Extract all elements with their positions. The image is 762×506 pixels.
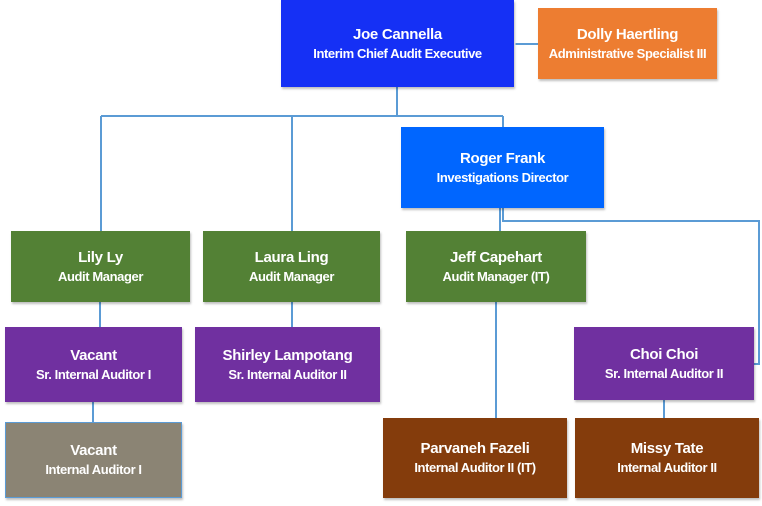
node-vacant-internal-auditor-i[interactable]: Vacant Internal Auditor I <box>5 422 182 498</box>
node-title: Internal Auditor II (IT) <box>414 460 536 475</box>
node-joe-cannella[interactable]: Joe Cannella Interim Chief Audit Executi… <box>281 0 514 87</box>
node-title: Administrative Specialist III <box>548 45 707 61</box>
arrow-chevron-icon <box>512 37 521 51</box>
node-title: Sr. Internal Auditor I <box>36 366 151 382</box>
node-name: Lily Ly <box>78 248 123 266</box>
connector-roger-choi <box>502 208 760 365</box>
node-vacant-sr-internal-auditor-i[interactable]: Vacant Sr. Internal Auditor I <box>5 327 182 402</box>
node-title: Audit Manager <box>248 268 335 284</box>
node-name: Laura Ling <box>254 248 329 266</box>
node-title: Sr. Internal Auditor II <box>228 366 347 382</box>
node-name: Joe Cannella <box>353 25 442 43</box>
node-name: Parvaneh Fazeli <box>420 440 530 457</box>
node-missy-tate[interactable]: Missy Tate Internal Auditor II <box>575 418 759 498</box>
node-name: Shirley Lampotang <box>222 346 353 364</box>
node-name: Roger Frank <box>459 149 546 167</box>
node-lily-ly[interactable]: Lily Ly Audit Manager <box>11 231 190 302</box>
node-name: Missy Tate <box>630 440 704 457</box>
node-title: Internal Auditor II <box>617 460 717 475</box>
node-title: Interim Chief Audit Executive <box>313 45 482 61</box>
node-title: Audit Manager <box>57 268 144 284</box>
node-name: Vacant <box>70 442 117 459</box>
node-jeff-capehart[interactable]: Jeff Capehart Audit Manager (IT) <box>406 231 586 302</box>
node-title: Investigations Director <box>436 169 569 185</box>
node-name: Jeff Capehart <box>450 248 542 266</box>
node-laura-ling[interactable]: Laura Ling Audit Manager <box>203 231 380 302</box>
node-name: Vacant <box>70 346 117 364</box>
node-roger-frank[interactable]: Roger Frank Investigations Director <box>401 127 604 208</box>
node-name: Dolly Haertling <box>576 25 679 43</box>
node-choi-choi[interactable]: Choi Choi Sr. Internal Auditor II <box>574 327 754 400</box>
node-title: Audit Manager (IT) <box>442 268 550 284</box>
node-name: Choi Choi <box>629 345 699 363</box>
node-parvaneh-fazeli[interactable]: Parvaneh Fazeli Internal Auditor II (IT) <box>383 418 567 498</box>
node-title: Internal Auditor I <box>45 462 142 477</box>
node-shirley-lampotang[interactable]: Shirley Lampotang Sr. Internal Auditor I… <box>195 327 380 402</box>
node-title: Sr. Internal Auditor II <box>604 365 724 381</box>
node-dolly-haertling[interactable]: Dolly Haertling Administrative Specialis… <box>538 8 717 79</box>
